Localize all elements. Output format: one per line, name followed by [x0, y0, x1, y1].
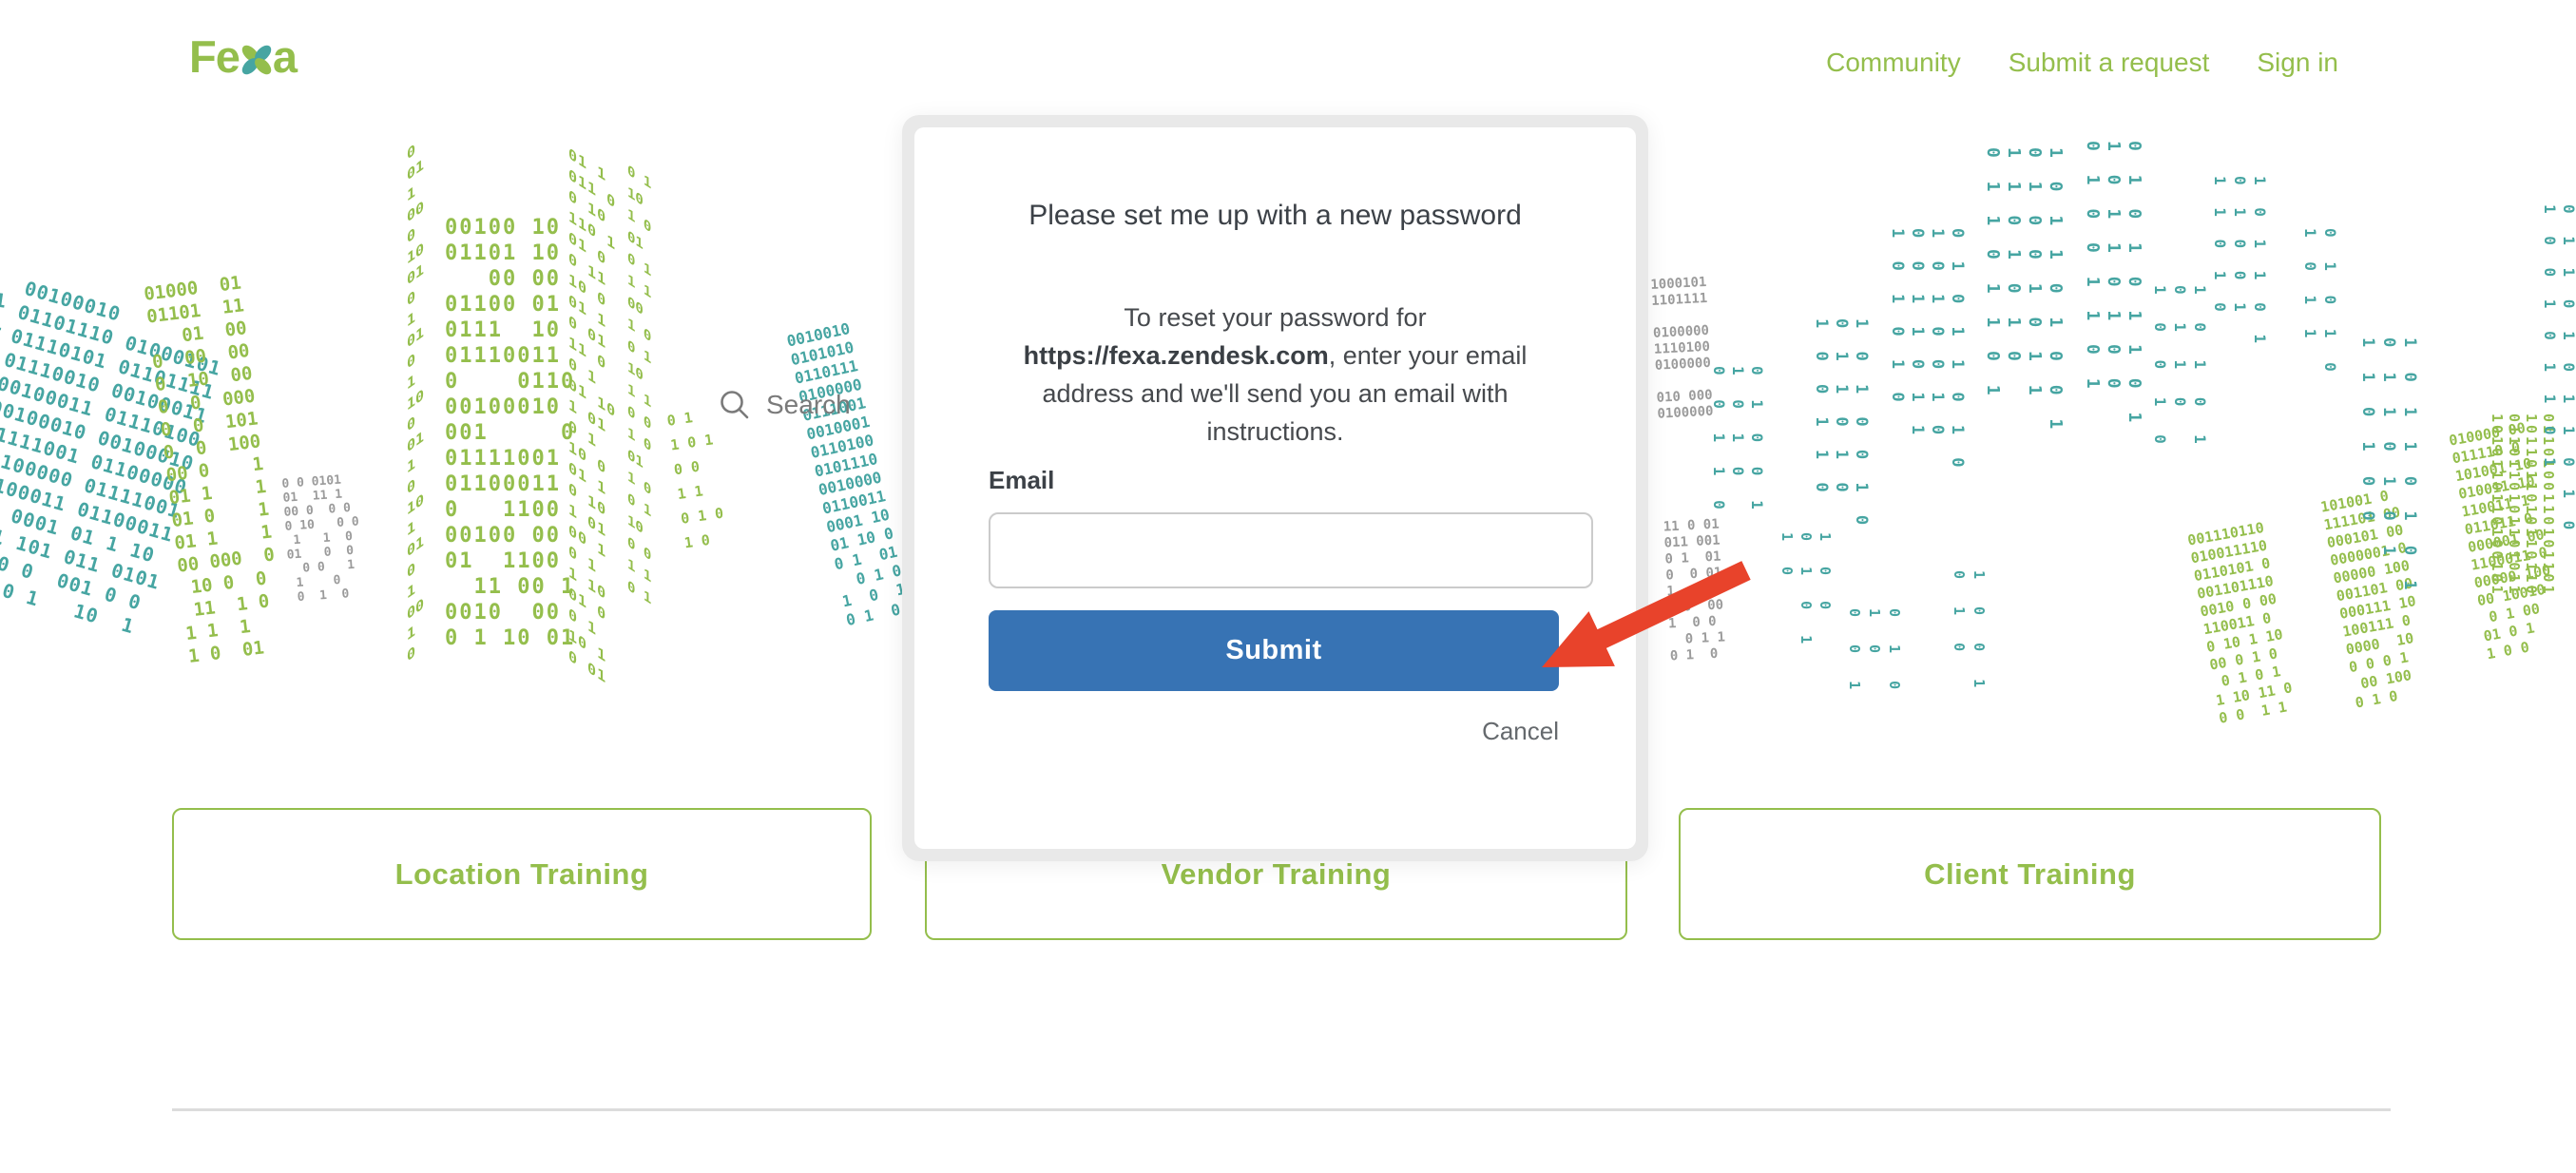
- binary-building: 0 01 1 00 0 10 01 0 1 01 0 1 10 0 01 1 0…: [407, 140, 425, 665]
- binary-building: 0010010 0101010 0110111 0100000 0111001 …: [785, 318, 908, 630]
- binary-building: 0 1 0 1 0 1 1 0 1 1 0 1 1 0 1 0 0 0 1 0 …: [2083, 141, 2144, 430]
- binary-building: 0 1 1 0 1 0 1 1 0 1 0 1 0 0 1 0 1 1 0 1: [2541, 204, 2576, 537]
- body-rest: , enter your email address and we'll sen…: [1042, 341, 1528, 446]
- modal-content: Please set me up with a new password To …: [914, 127, 1636, 849]
- binary-building: 00100 10 01101 10 00 00 01100 01 0111 10…: [445, 216, 576, 650]
- nav-submit-request-link[interactable]: Submit a request: [2008, 48, 2210, 77]
- binary-building: 01 1 011 0 0 10 110 1 01 0 0 11 10 0 01 …: [568, 144, 617, 688]
- client-training-label: Client Training: [1924, 856, 2136, 891]
- location-training-card[interactable]: Location Training: [172, 808, 872, 940]
- binary-building: 0 1 0 1 0 1 0 1 1: [2301, 228, 2339, 379]
- header-nav: Community Submit a request Sign in: [1826, 48, 2338, 78]
- binary-building: 0 1 0 1 0 0 0 1: [1846, 608, 1903, 700]
- binary-building: 0 1 0 1 1 0 1 0 1 0 1 0 0 1 0 0 0 1 1 0 …: [1888, 228, 1967, 474]
- binary-building: 1 0 1 1 0 1 0 1 0 1 1 0 1 0 1 1 1 0 1 0 …: [2358, 337, 2419, 598]
- nav-sign-in-link[interactable]: Sign in: [2257, 48, 2338, 77]
- vendor-training-label: Vendor Training: [1161, 856, 1392, 891]
- footer-divider: [172, 1108, 2391, 1111]
- binary-building: 1 0 0 1 0 1 0: [1951, 570, 1988, 698]
- fexa-logo[interactable]: Fe a: [189, 31, 298, 82]
- password-reset-modal: Please set me up with a new password To …: [902, 115, 1648, 861]
- nav-community-link[interactable]: Community: [1826, 48, 1961, 77]
- binary-building: 1 0 1 1 0 1 0 1 0 0 1 1 1 0 1 0: [2211, 176, 2269, 350]
- binary-building: 001110110 010011110 0110101 0 001101110 …: [2186, 518, 2294, 727]
- logo-text-a: a: [272, 31, 298, 82]
- client-training-card[interactable]: Client Training: [1679, 808, 2381, 940]
- body-intro: To reset your password for: [1124, 303, 1427, 332]
- logo-text-fe: Fe: [189, 31, 240, 82]
- binary-building: 1 0 1 0 0 1 0 0 1 1 0 1 0 1 0 0 1 1 0: [1812, 318, 1871, 532]
- cancel-link[interactable]: Cancel: [1482, 717, 1559, 745]
- zendesk-url: https://fexa.zendesk.com: [1023, 341, 1329, 370]
- email-input[interactable]: [989, 512, 1593, 588]
- search-bar[interactable]: Search: [718, 388, 851, 422]
- binary-building: 0 1 10 1 0 01 0 1 1 1 00 1 0 0 1 10 1 1 …: [627, 163, 652, 608]
- search-placeholder: Search: [766, 390, 851, 419]
- logo-pinwheel-x-icon: [241, 45, 272, 74]
- location-training-label: Location Training: [394, 856, 649, 891]
- search-icon: [721, 391, 749, 419]
- binary-building: 1 0 1 0 1 0 1 1 0 1 0 0 1 0: [2151, 285, 2209, 453]
- binary-building: 0 0 0101 01 11 1 00 0 0 0 0 10 0 0 1 1 0…: [281, 472, 360, 606]
- binary-building: 1 0 1 1 0 1 0 0 1 0 1 0 0 1 0 1 1 1 1 0 …: [1983, 147, 2066, 436]
- email-label: Email: [989, 466, 1055, 494]
- binary-building: 1 0 0 0 1 0 1 1 0: [1778, 532, 1834, 653]
- binary-building: 0 1 0 0 1 1 0 1 0 0 0 1 1 0: [1710, 366, 1766, 517]
- submit-button[interactable]: Submit: [989, 610, 1559, 691]
- binary-building: 0 1 1 0 1 0 0 1 1 0 1 0 1 0: [665, 409, 725, 552]
- binary-building: 0110100110101101 1011011010110110 011011…: [2489, 413, 2557, 597]
- modal-title: Please set me up with a new password: [1028, 200, 1522, 231]
- modal-body-text: To reset your password for https://fexa.…: [1000, 298, 1551, 451]
